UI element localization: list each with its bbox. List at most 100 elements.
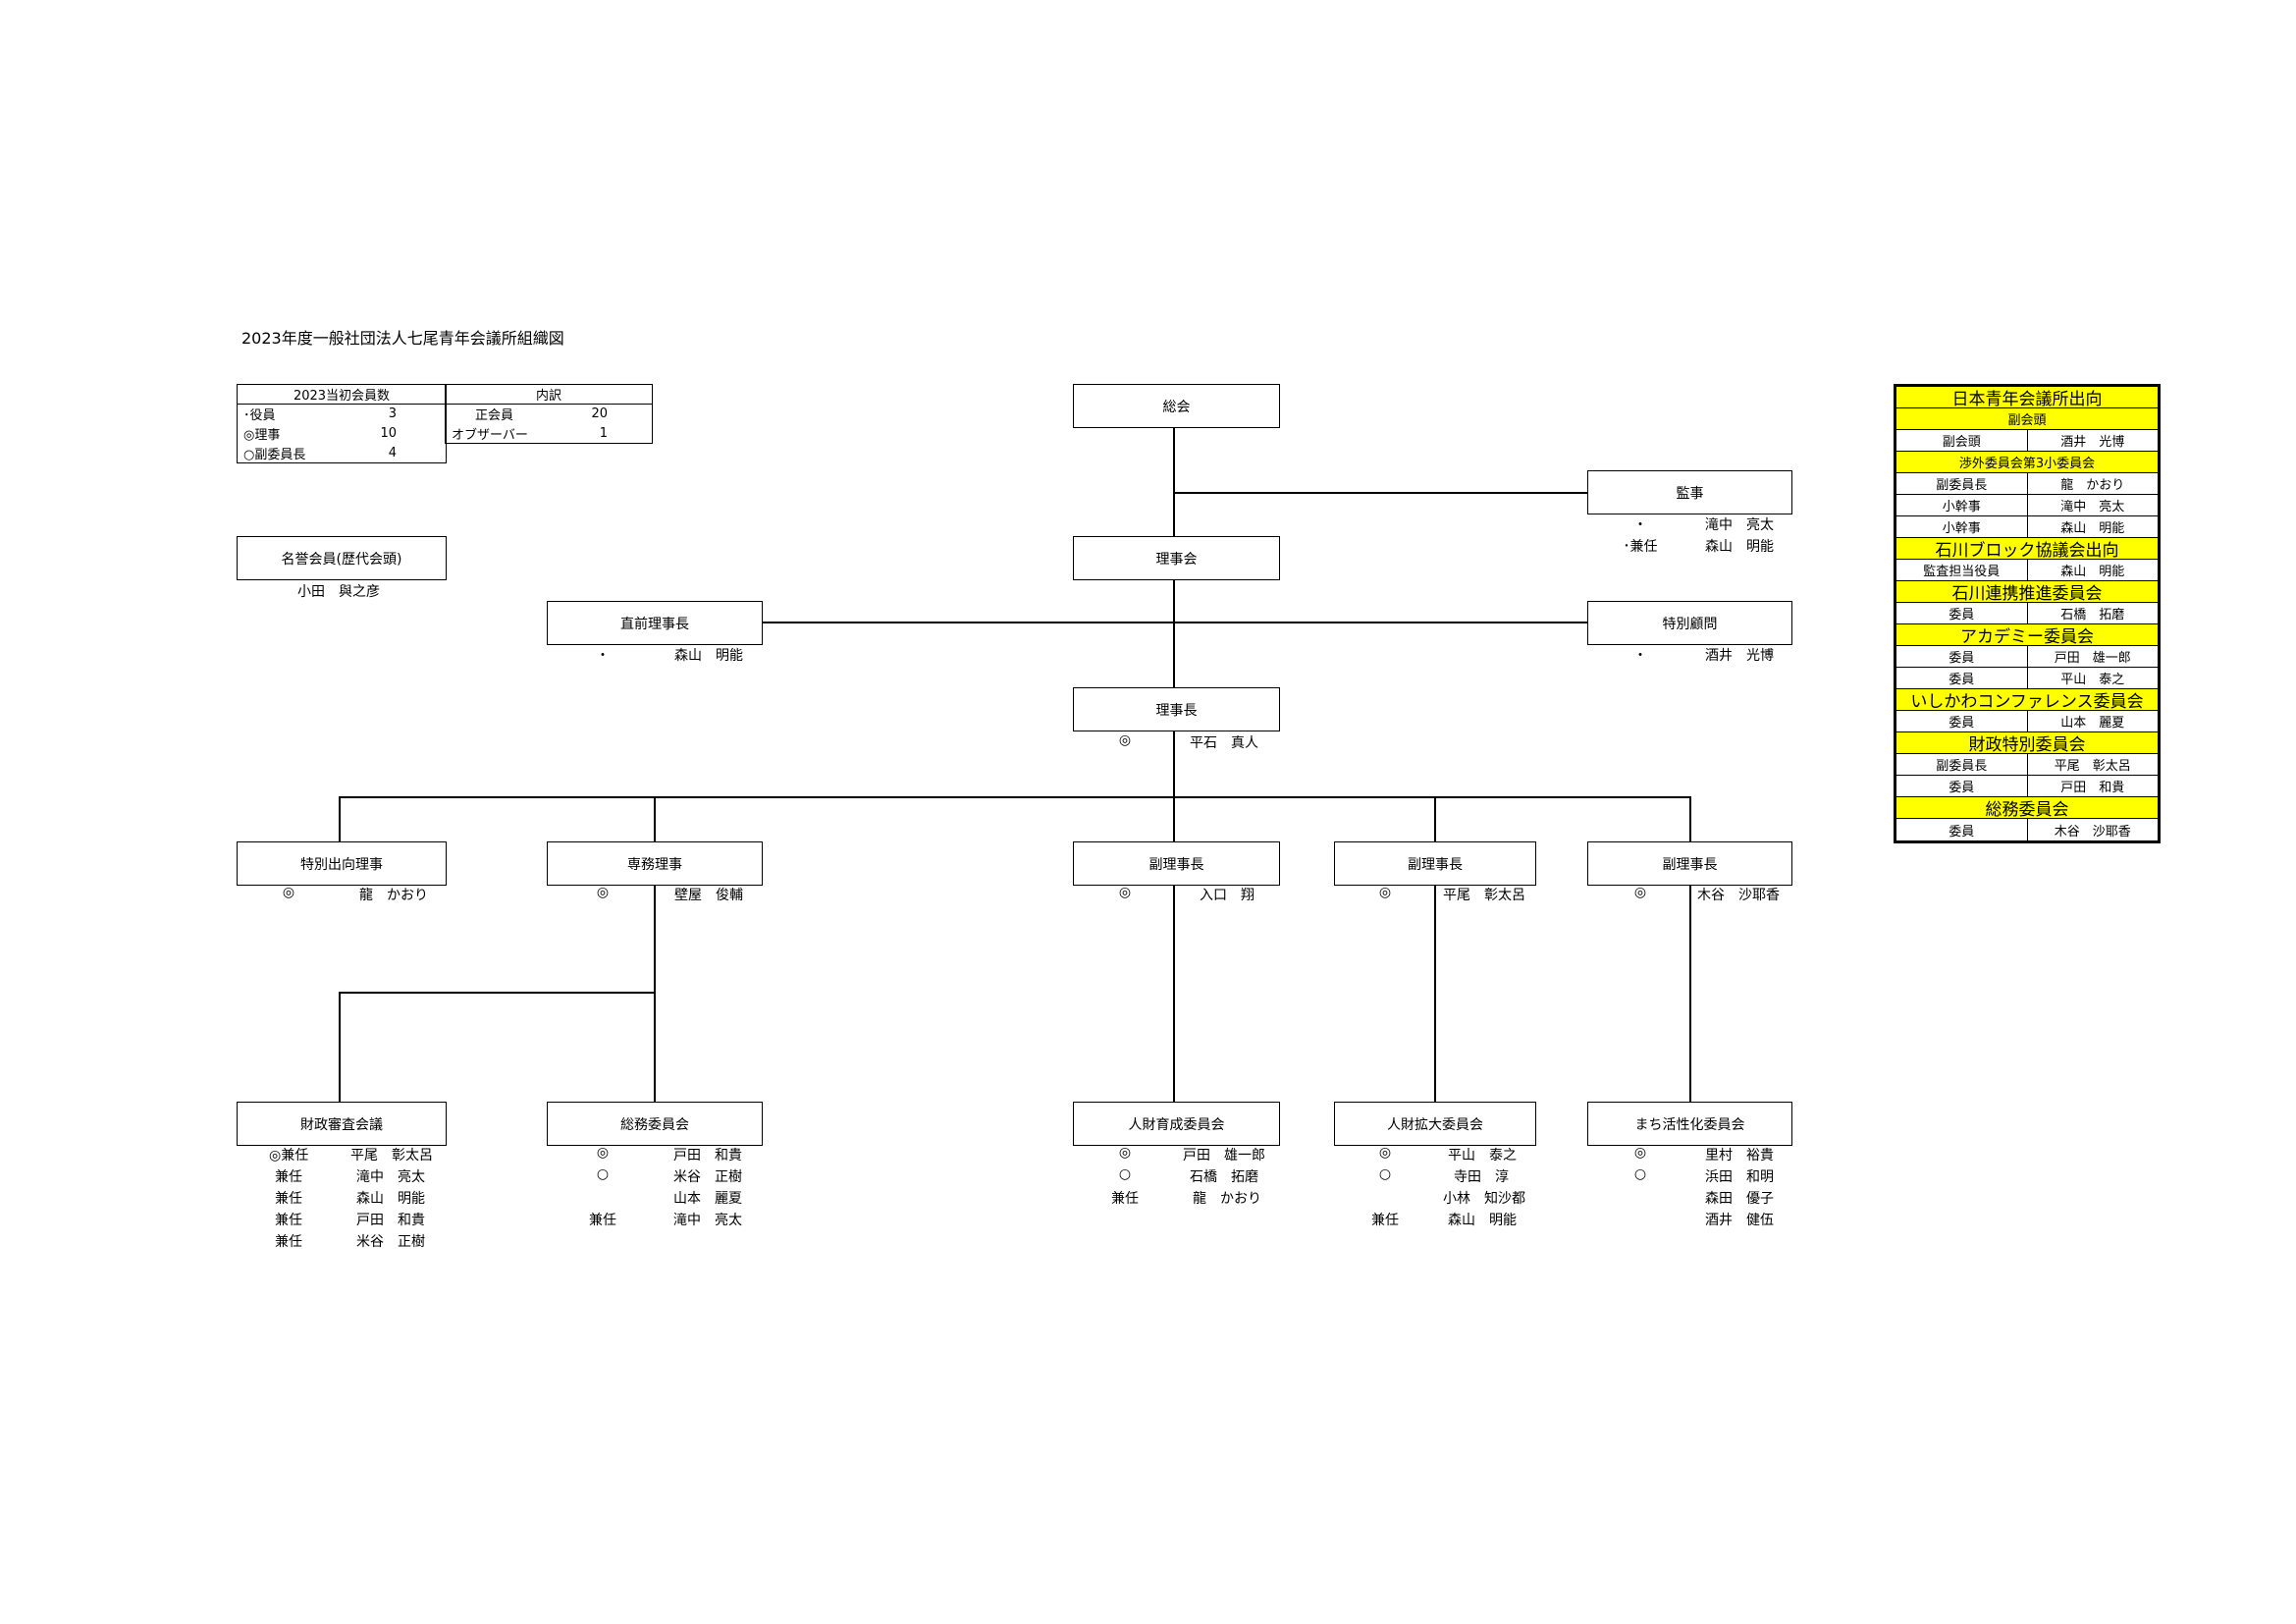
member-mark: ◎ [1378,1145,1392,1161]
secondment-row: 委員 戸田 雄一郎 [1896,646,2158,668]
connector-line [1689,796,1691,841]
secondment-section-heading: 石川連携推進委員会 [1896,581,2158,604]
secondment-section-heading: 財政特別委員会 [1896,732,2158,755]
member-name: 米谷 正樹 [673,1169,742,1185]
member-name: 平尾 彰太呂 [350,1148,433,1164]
member-mark: ◎ [1633,885,1647,900]
honorary-member-box: 名誉会員(歴代会頭) [237,536,447,580]
secondment-row: 委員戸田 和貴 [1896,776,2158,797]
secondment-role: 副会頭 [1896,430,2028,451]
board-of-directors-box: 理事会 [1073,536,1280,580]
secondment-member-name: 森山 明能 [2060,521,2125,536]
secondment-section-heading: 総務委員会 [1896,797,2158,820]
member-name: 石橋 拓磨 [1190,1169,1258,1185]
secondment-member-name: 滝中 亮太 [2060,500,2125,514]
secondment-member-name: 戸田 雄一郎 [2054,651,2131,666]
secondment-member-name: 森山 明能 [2060,565,2125,579]
secondment-role: 委員 [1896,776,2028,796]
member-mark: 兼任 [1371,1213,1399,1228]
secondment-row: 小幹事 森山 明能 [1896,516,2158,538]
secondment-member-name: 龍 かおり [2060,478,2125,493]
member-name: 戸田 和貴 [673,1148,742,1164]
member-count-header: 2023当初会員数 [237,384,447,405]
member-name: 酒井 健伍 [1705,1213,1774,1228]
connector-line [1434,796,1436,841]
page-title: 2023年度一般社団法人七尾青年会議所組織図 [241,329,564,348]
connector-line [763,622,1589,623]
member-mark: 兼任 [1111,1191,1139,1207]
member-name: 山本 麗夏 [673,1191,742,1207]
secondment-section-heading: 石川ブロック協議会出向 [1896,538,2158,561]
secondment-role: 委員 [1896,646,2028,667]
secondment-member-name: 石橋 拓磨 [2060,608,2125,623]
member-mark: 兼任 [275,1213,302,1228]
member-name: 龍 かおり [359,888,428,903]
general-affairs-committee-box: 総務委員会 [547,1102,763,1146]
stat-label: ◎理事 [237,423,344,444]
vice-president-box-3: 副理事長 [1587,841,1792,886]
connector-line [1173,492,1587,494]
stat-value: 4 [344,443,447,463]
special-advisor-box: 特別顧問 [1587,601,1792,645]
member-name: 森山 明能 [356,1191,425,1207]
member-name: 木谷 沙耶香 [1697,888,1780,903]
secondment-role: 監査担当役員 [1896,560,2028,580]
breakdown-value: 1 [562,423,653,444]
special-seconded-director-box: 特別出向理事 [237,841,447,886]
secondment-role: 小幹事 [1896,516,2028,537]
general-assembly-box: 総会 [1073,384,1280,428]
stat-label: ○副委員長 [237,443,344,463]
member-name: 酒井 光博 [1705,648,1774,664]
member-mark: ◎兼任 [269,1148,309,1164]
secondment-role: 小幹事 [1896,495,2028,515]
secondment-member-name: 平山 泰之 [2060,673,2125,687]
secondment-section-heading: アカデミー委員会 [1896,624,2158,647]
member-name: 壁屋 俊輔 [674,888,743,903]
secondment-member-name: 平尾 彰太呂 [2054,759,2131,774]
breakdown-label: 正会員 [444,404,563,424]
member-name: 入口 翔 [1200,888,1255,903]
vice-president-box-2: 副理事長 [1334,841,1536,886]
secondment-role: 委員 [1896,711,2028,731]
past-president-box: 直前理事長 [547,601,763,645]
connector-line [1434,885,1436,1102]
member-mark: ○ [596,1166,610,1182]
member-mark: ◎ [596,885,610,900]
connector-line [339,992,341,1102]
member-mark: 兼任 [589,1213,616,1228]
auditor-box: 監事 [1587,470,1792,514]
member-name: 寺田 淳 [1454,1169,1509,1185]
secondment-row: 委員木谷 沙耶香 [1896,819,2158,840]
breakdown-value: 20 [562,404,653,424]
member-name: 森田 優子 [1705,1191,1774,1207]
member-mark: ◎ [596,1145,610,1161]
secondment-row: 委員山本 麗夏 [1896,711,2158,732]
secondment-row: 小幹事 滝中 亮太 [1896,495,2158,516]
secondment-subsection-heading: 副会頭 [1896,408,2158,430]
member-name: 平石 真人 [1190,735,1258,751]
member-name: 龍 かおり [1193,1191,1261,1207]
member-name: 浜田 和明 [1705,1169,1774,1185]
secondment-row: 副委員長龍 かおり [1896,473,2158,495]
secondment-row: 副委員長 平尾 彰太呂 [1896,754,2158,776]
member-name: 平山 泰之 [1448,1148,1517,1164]
member-name: 滝中 亮太 [356,1169,425,1185]
member-mark: ◎ [1633,1145,1647,1161]
connector-line [339,992,656,994]
member-name: 森山 明能 [674,648,743,664]
secondment-row: 委員平山 泰之 [1896,668,2158,689]
breakdown-label: オブザーバー [444,423,563,444]
breakdown-header: 内訳 [445,384,653,405]
stat-value: 10 [344,423,447,444]
member-name: 戸田 雄一郎 [1183,1148,1265,1164]
secondment-section-heading: 日本青年会議所出向 [1896,387,2158,409]
connector-line [1173,885,1175,1102]
secondment-role: 副委員長 [1896,754,2028,775]
secondment-role: 委員 [1896,603,2028,623]
member-mark: ・ [596,648,610,664]
member-mark: ○ [1378,1166,1392,1182]
executive-director-box: 専務理事 [547,841,763,886]
secondment-row: 監査担当役員 森山 明能 [1896,560,2158,581]
financial-review-box: 財政審査会議 [237,1102,447,1146]
hr-development-committee-box: 人財育成委員会 [1073,1102,1280,1146]
